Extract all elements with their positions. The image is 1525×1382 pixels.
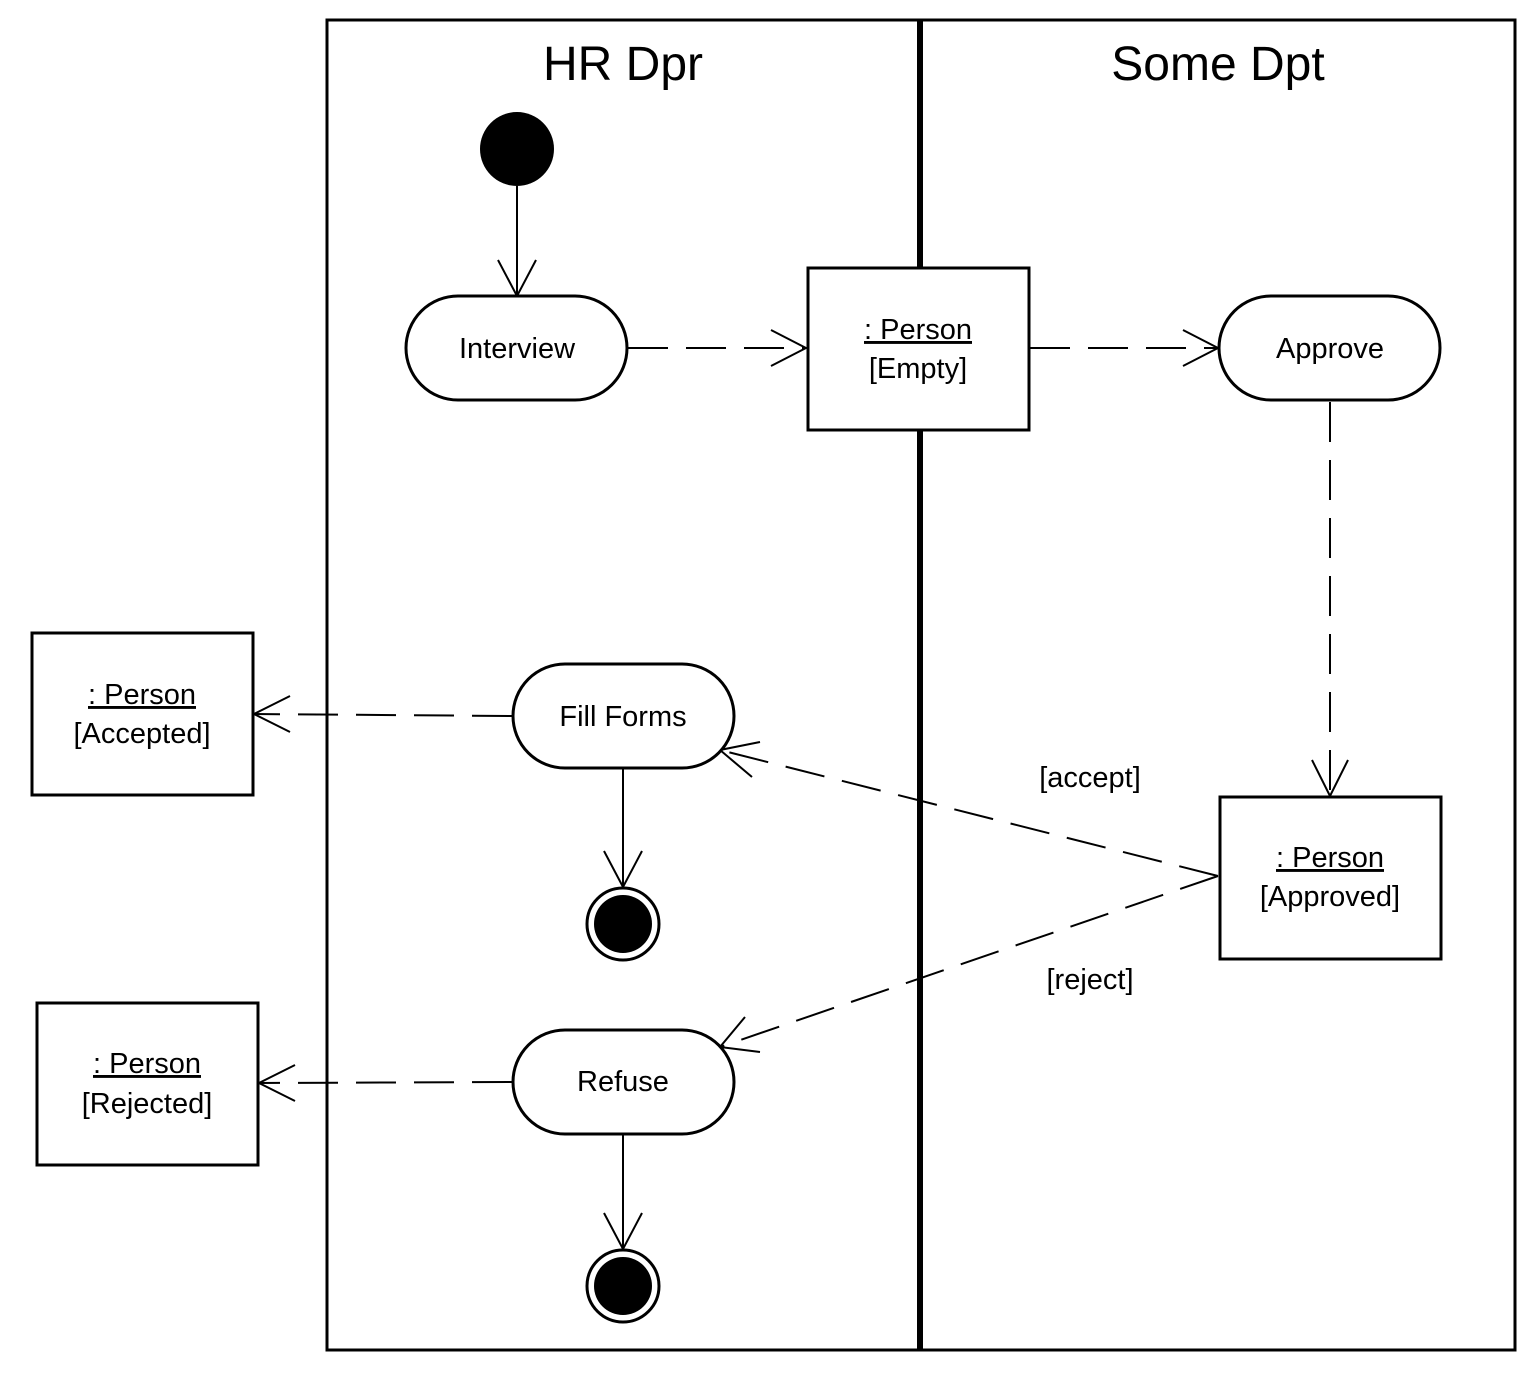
action-refuse-label: Refuse — [577, 1066, 669, 1098]
guard-accept: [accept] — [1039, 762, 1141, 794]
guard-reject: [reject] — [1046, 964, 1133, 996]
action-fill-forms-label: Fill Forms — [559, 701, 686, 733]
object-person-empty-state: [Empty] — [869, 353, 967, 385]
lane-title-hr: HR Dpr — [543, 38, 703, 91]
action-approve — [1217, 294, 1442, 402]
objectflow-approved-to-fillforms — [719, 749, 1219, 877]
final-node-2-dot — [594, 1257, 652, 1315]
objectflow-refuse-to-rejected — [258, 1081, 513, 1084]
object-person-accepted-name: : Person — [88, 679, 196, 711]
action-interview-label: Interview — [459, 333, 576, 365]
arrowhead-empty — [770, 329, 809, 367]
objectflow-approved-to-refuse — [719, 875, 1219, 1048]
object-person-rejected — [35, 1001, 260, 1167]
object-person-approved-state: [Approved] — [1260, 881, 1400, 913]
object-person-empty-name: : Person — [864, 314, 972, 346]
object-person-rejected-name: : Person — [93, 1048, 201, 1080]
action-approve-label: Approve — [1276, 333, 1384, 365]
initial-node — [480, 112, 554, 186]
object-person-accepted-state: [Accepted] — [73, 718, 210, 750]
lane-title-some-dpt: Some Dpt — [1111, 38, 1324, 91]
object-person-approved — [1218, 795, 1443, 961]
object-person-approved-name: : Person — [1276, 842, 1384, 874]
object-person-empty — [806, 266, 1031, 432]
final-node-1-dot — [594, 895, 652, 953]
object-person-rejected-state: [Rejected] — [82, 1088, 213, 1120]
objectflow-fillforms-to-accepted — [253, 713, 513, 717]
action-interview — [404, 294, 629, 402]
object-person-accepted — [30, 631, 255, 797]
